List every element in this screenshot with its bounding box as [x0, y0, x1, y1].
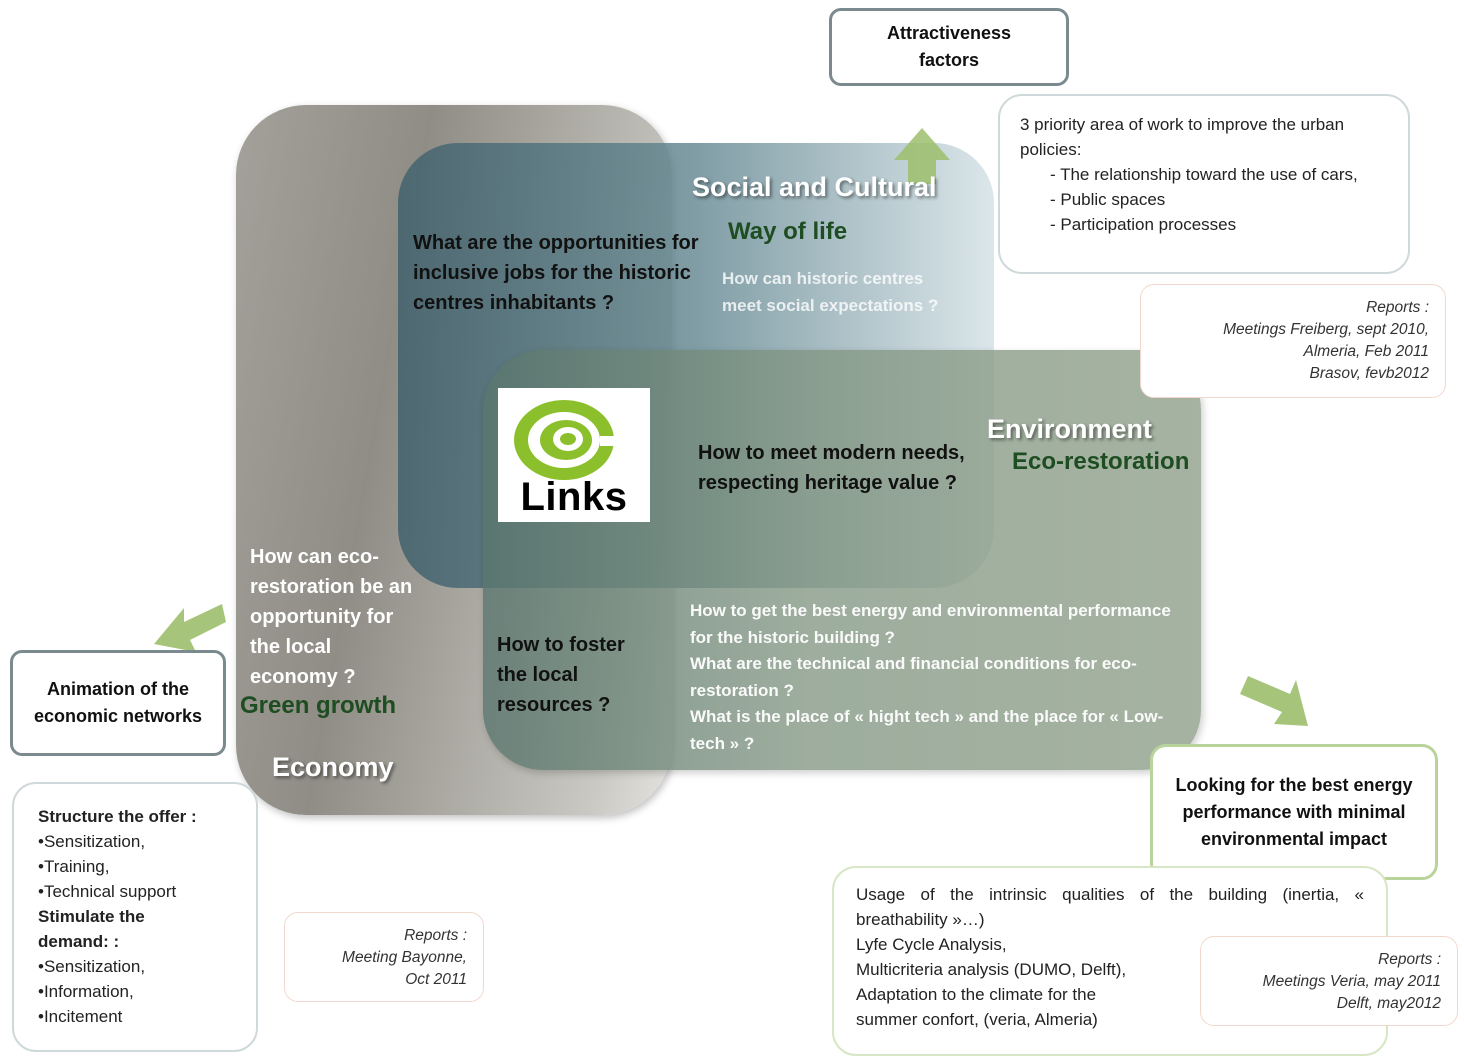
eco-restoration-opportunity-question: How can eco-restoration be an opportunit… [250, 546, 413, 688]
links-logo: Links [498, 388, 650, 522]
report-title: Reports : [1378, 951, 1441, 968]
attractiveness-item: - The relationship toward the use of car… [1050, 165, 1358, 184]
environment-question: What is the place of « hight tech » and … [690, 707, 1164, 753]
report-line: Almeria, Feb 2011 [1303, 343, 1430, 360]
structure-item: •Sensitization, [38, 832, 146, 851]
structure-item: •Technical support [38, 882, 177, 901]
social-expectations-question: How can historic centres meet social exp… [722, 269, 939, 315]
modern-needs-question: How to meet modern needs, respecting her… [698, 442, 965, 494]
energy-line: Usage of the intrinsic qualities of the … [856, 885, 1364, 929]
green-growth-subheading: Green growth [240, 692, 397, 719]
eco-restoration-subheading: Eco-restoration [1012, 448, 1190, 475]
report-title: Reports : [404, 927, 467, 944]
energy-line: Multicriteria analysis (DUMO, Delft), [856, 960, 1127, 979]
stimulate-item: •Sensitization, [38, 957, 146, 976]
way-of-life-subheading: Way of life [728, 218, 848, 245]
energy-line: Adaptation to the climate for the summer… [856, 985, 1098, 1029]
report-line: Oct 2011 [405, 971, 467, 988]
attractiveness-item: - Participation processes [1050, 215, 1237, 234]
energy-performance-label: Looking for the best energy performance … [1175, 774, 1413, 849]
report-bayonne: Reports : Meeting Bayonne, Oct 2011 [284, 912, 484, 1002]
stimulate-demand-title: Stimulate the demand: : [38, 907, 145, 951]
report-line: Delft, may2012 [1336, 995, 1441, 1012]
structure-item: •Training, [38, 857, 110, 876]
report-title: Reports : [1366, 299, 1429, 316]
report-line: Meeting Bayonne, [342, 949, 467, 966]
local-resources-question: How to foster the local resources ? [497, 634, 625, 716]
attractiveness-factors-box: Attractiveness factors [829, 8, 1069, 86]
spiral-icon [514, 400, 618, 480]
energy-line: Lyfe Cycle Analysis, [856, 935, 1007, 954]
attractiveness-item: - Public spaces [1050, 190, 1166, 209]
report-line: Meetings Veria, may 2011 [1262, 973, 1441, 990]
energy-performance-box: Looking for the best energy performance … [1150, 744, 1438, 880]
attractiveness-factors-label: Attractiveness factors [886, 23, 1012, 70]
report-line: Meetings Freiberg, sept 2010, [1223, 321, 1429, 338]
social-cultural-heading: Social and Cultural [692, 172, 937, 202]
arrow-up-icon [894, 128, 950, 184]
report-veria: Reports : Meetings Veria, may 2011 Delft… [1200, 936, 1458, 1026]
report-freiberg: Reports : Meetings Freiberg, sept 2010, … [1140, 284, 1446, 398]
economy-heading: Economy [272, 752, 394, 782]
environment-question: How to get the best energy and environme… [690, 601, 1171, 647]
stimulate-item: •Information, [38, 982, 134, 1001]
animation-economic-networks-box: Animation of the economic networks [10, 650, 226, 756]
stimulate-item: •Incitement [38, 1007, 123, 1026]
report-line: Brasov, fevb2012 [1309, 365, 1429, 382]
environment-heading: Environment [987, 414, 1153, 444]
structure-offer-title: Structure the offer : [38, 807, 197, 826]
animation-economic-networks-label: Animation of the economic networks [33, 679, 203, 726]
attractiveness-intro: 3 priority area of work to improve the u… [1020, 115, 1345, 159]
attractiveness-bubble: 3 priority area of work to improve the u… [998, 94, 1410, 274]
environment-questions: How to get the best energy and environme… [690, 598, 1190, 757]
inclusive-jobs-question: What are the opportunities for inclusive… [413, 232, 699, 314]
environment-question: What are the technical and financial con… [690, 654, 1137, 700]
logo-text: Links [520, 475, 628, 519]
economy-bubble: Structure the offer : •Sensitization, •T… [12, 782, 258, 1052]
arrow-down-right-icon [1240, 676, 1308, 726]
arrow-left-icon [154, 604, 226, 652]
